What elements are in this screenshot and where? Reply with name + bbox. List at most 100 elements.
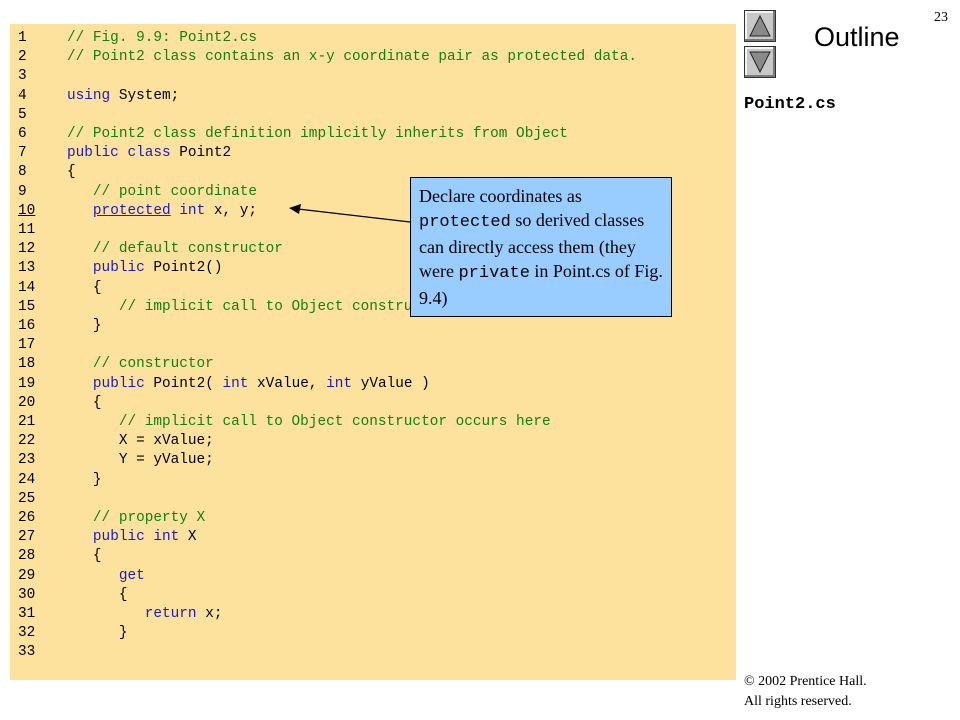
line-number: 32 xyxy=(18,625,36,642)
code-token-plain: X = xValue; xyxy=(67,433,214,450)
code-line: 29 get xyxy=(10,567,736,586)
code-token-keyword: int xyxy=(179,202,206,219)
line-number: 1 xyxy=(18,30,27,46)
line-number: 13 xyxy=(18,260,36,277)
code-token-keyword: public int xyxy=(92,529,180,546)
page-number: 23 xyxy=(934,10,948,25)
code-text: X = xValue; xyxy=(67,432,214,451)
code-token-plain xyxy=(67,606,145,622)
copyright-line-2: All rights reserved. xyxy=(744,694,852,709)
code-line: 8{ xyxy=(10,163,736,182)
code-token-plain: Point2( xyxy=(144,375,223,392)
line-number: 23 xyxy=(18,452,36,469)
code-token-keyword: public class xyxy=(67,145,171,162)
code-token-plain: xValue, xyxy=(248,375,327,392)
code-text: // constructor xyxy=(67,355,214,374)
line-number: 4 xyxy=(18,87,27,104)
code-token-comment: // constructor xyxy=(67,356,214,373)
code-line: 2// Point2 class contains an x-y coordin… xyxy=(10,48,736,67)
line-number: 11 xyxy=(18,222,36,238)
code-text: } xyxy=(67,317,102,336)
copyright-notice: © 2002 Prentice Hall. All rights reserve… xyxy=(744,672,867,712)
code-token-plain: { xyxy=(67,164,76,181)
code-line: 31 return x; xyxy=(10,605,736,624)
code-token-plain: { xyxy=(67,548,102,565)
line-number: 28 xyxy=(18,548,36,565)
code-token-plain: Point2() xyxy=(144,260,223,277)
code-line: 26 // property X xyxy=(10,509,736,528)
code-token-comment: // Point2 class definition implicitly in… xyxy=(67,126,568,142)
line-number: 10 xyxy=(18,202,36,219)
line-number: 6 xyxy=(18,126,27,142)
code-token-comment: // Point2 class contains an x-y coordina… xyxy=(67,49,637,66)
code-token-plain xyxy=(171,203,180,219)
code-token-plain: Y = yValue; xyxy=(67,452,214,469)
line-number: 19 xyxy=(18,375,36,392)
code-token-plain xyxy=(67,568,119,584)
code-token-plain: yValue ) xyxy=(352,375,430,392)
code-token-plain: x, y; xyxy=(205,202,258,219)
code-token-keyword: public xyxy=(92,375,145,392)
line-number: 24 xyxy=(18,471,36,488)
code-line: 19 public Point2( int xValue, int yValue… xyxy=(10,375,736,394)
code-text: { xyxy=(67,279,102,298)
code-token-plain: System; xyxy=(110,87,180,104)
code-text: } xyxy=(67,624,128,643)
code-line: 4 using System; xyxy=(10,87,736,106)
code-line: 13 public Point2() xyxy=(10,259,736,278)
code-text: public int X xyxy=(67,528,197,547)
line-number: 21 xyxy=(18,414,36,430)
previous-slide-button[interactable] xyxy=(744,10,776,42)
code-token-plain: } xyxy=(67,625,128,642)
line-number: 17 xyxy=(18,337,36,354)
code-line: 28 { xyxy=(10,547,736,566)
code-text: { xyxy=(67,394,102,413)
outline-label[interactable]: Outline xyxy=(814,22,900,52)
line-number: 25 xyxy=(18,490,36,507)
code-line: 6 // Point2 class definition implicitly i… xyxy=(10,125,736,144)
line-number: 3 xyxy=(18,68,27,85)
next-slide-button[interactable] xyxy=(744,46,776,78)
code-token-keyword: return xyxy=(144,606,197,622)
callout-code-protected: protected xyxy=(419,213,511,232)
code-text: // Fig. 9.9: Point2.cs xyxy=(67,29,257,48)
code-text: public class Point2 xyxy=(67,144,231,163)
code-token-plain: { xyxy=(67,394,102,411)
code-token-plain: { xyxy=(67,279,102,296)
line-number: 5 xyxy=(18,106,27,123)
code-line: 22 X = xValue; xyxy=(10,432,736,451)
code-token-plain xyxy=(67,260,93,276)
code-token-comment: // default constructor xyxy=(67,241,283,258)
line-number: 30 xyxy=(18,586,36,603)
code-listing: 1 // Fig. 9.9: Point2.cs 2// Point2 class … xyxy=(10,24,736,680)
code-line: 32 } xyxy=(10,624,736,643)
line-number: 16 xyxy=(18,318,36,334)
code-text: { xyxy=(67,547,102,566)
code-line: 11 xyxy=(10,221,736,240)
code-token-plain: { xyxy=(67,586,128,603)
code-line: 33 xyxy=(10,643,736,662)
code-token-plain: } xyxy=(67,471,102,488)
callout-text-2: so derived classes can directly access t… xyxy=(419,210,645,281)
code-line: 24 } xyxy=(10,471,736,490)
code-text: protected int x, y; xyxy=(67,202,257,221)
callout-text-3: in Point.cs of Fig. 9.4) xyxy=(419,261,663,308)
line-number: 20 xyxy=(18,394,36,411)
triangle-down-icon xyxy=(749,51,771,74)
line-number: 31 xyxy=(18,606,36,622)
line-number: 26 xyxy=(18,510,36,526)
code-text: { xyxy=(67,163,76,182)
code-line: 12 // default constructor xyxy=(10,240,736,259)
code-text: // default constructor xyxy=(67,240,283,259)
line-number: 15 xyxy=(18,298,36,315)
code-text: // property X xyxy=(67,509,205,528)
code-line: 5 xyxy=(10,106,736,125)
code-text: { xyxy=(67,586,128,605)
code-text: // implicit call to Object constructor o… xyxy=(67,413,551,432)
code-line: 25 xyxy=(10,490,736,509)
code-line: 20 { xyxy=(10,394,736,413)
code-token-comment: // Fig. 9.9: Point2.cs xyxy=(67,30,257,46)
line-number: 22 xyxy=(18,433,36,450)
code-text: using System; xyxy=(67,87,179,106)
